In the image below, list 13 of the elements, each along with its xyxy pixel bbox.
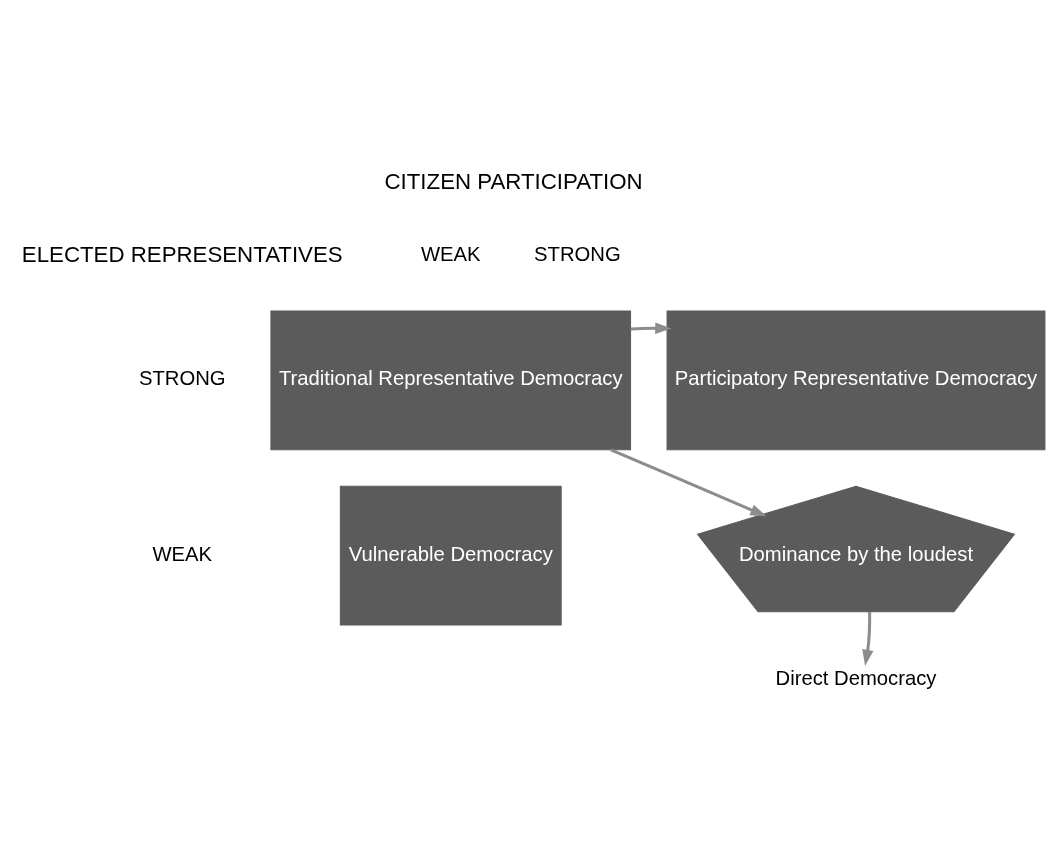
- node-text: Direct Democracy: [775, 666, 937, 689]
- arrow: [862, 611, 874, 666]
- label: STRONG: [534, 243, 621, 266]
- node-box: Participatory Representative Democracy: [666, 310, 1046, 451]
- arrow: [610, 448, 767, 517]
- node-box: Vulnerable Democracy: [339, 485, 562, 626]
- arrow: [630, 322, 672, 334]
- label: WEAK: [152, 542, 213, 565]
- label: WEAK: [420, 243, 481, 266]
- label: ELECTED REPRESENTATIVES: [21, 241, 343, 267]
- node-box: Traditional Representative Democracy: [270, 310, 632, 451]
- label: STRONG: [138, 367, 226, 390]
- label: CITIZEN PARTICIPATION: [384, 168, 643, 194]
